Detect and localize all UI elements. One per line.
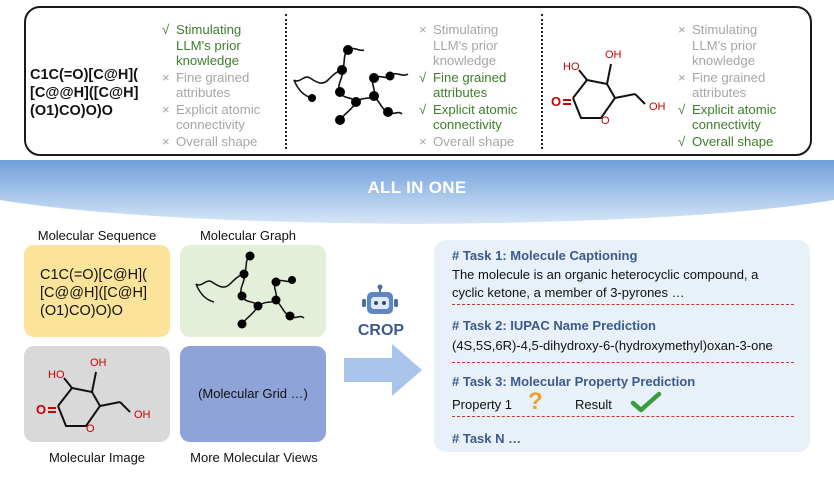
attr-item: ×Overall shape [162, 133, 258, 149]
hydroxyl-label: OH [649, 101, 666, 113]
task-n-heading: # Task N … [452, 431, 522, 446]
graph-node [335, 87, 345, 97]
graph-node [308, 94, 316, 102]
divider-dotted [541, 14, 543, 149]
hydroxyl-label: HO [563, 61, 580, 73]
task-2-iupac-name: (4S,5S,6R)-4,5-dihydroxy-6-(hydroxymethy… [452, 338, 773, 353]
smiles-line: (O1)CO)O)O [30, 103, 113, 119]
graph-node [237, 319, 247, 329]
right-arrow-icon [344, 344, 422, 396]
graph-node [383, 107, 393, 117]
graph-node [343, 45, 353, 55]
task-3-heading: # Task 3: Molecular Property Prediction [452, 374, 696, 389]
graph-node [271, 295, 281, 305]
top-smiles-sequence: C1C(=O)[C@H]( [C@@H]([C@H] (O1)CO)O)O [30, 66, 138, 120]
graph-node [385, 71, 395, 81]
oxygen-label: O [551, 94, 561, 109]
molecule-structure-drawing-top: O HO OH O OH [551, 49, 666, 127]
caption-line: The molecule is an organic heterocyclic … [452, 267, 759, 282]
smiles-line: [C@@H]([C@H] [30, 85, 139, 101]
graph-node [369, 91, 379, 101]
task-separator [452, 362, 794, 363]
tile-smiles-sequence: C1C(=O)[C@H]( [C@@H]([C@H] (O1)CO)O)O [40, 266, 147, 320]
robot-icon [362, 284, 398, 314]
hydroxyl-label: OH [605, 49, 622, 61]
checkmark-icon [630, 391, 662, 413]
smiles-line: C1C(=O)[C@H]( [40, 267, 147, 283]
caption-line: cyclic ketone, a member of 3-pyrones … [452, 285, 685, 300]
graph-node [253, 301, 263, 311]
task-1-caption: The molecule is an organic heterocyclic … [452, 266, 758, 302]
graph-node [237, 291, 247, 301]
graph-node [351, 97, 361, 107]
task-3-result-label: Result [575, 397, 612, 412]
task-2-heading: # Task 2: IUPAC Name Prediction [452, 318, 656, 333]
more-views-caption: More Molecular Views [190, 450, 318, 465]
graph-node [285, 311, 295, 321]
graph-node [288, 276, 296, 284]
graph-node [337, 65, 347, 75]
crop-label: CROP [357, 322, 405, 339]
ring-oxygen-label: O [601, 115, 610, 127]
image-tile [24, 346, 170, 442]
graph-node [335, 115, 345, 125]
hydroxyl-label: HO [48, 369, 65, 381]
attr-item: √Overall shape [678, 133, 774, 149]
molecular-graph-drawing-top [293, 45, 409, 125]
all-in-one-band [0, 160, 834, 224]
molecule-structure-drawing-tile: O HO OH O OH [36, 357, 151, 435]
graph-node [369, 73, 379, 83]
attr-item: ×Overall shape [419, 133, 515, 149]
smiles-line: (O1)CO)O)O [40, 303, 123, 319]
task-1-heading: # Task 1: Molecule Captioning [452, 248, 638, 263]
molecular-graph-drawing-tile [195, 251, 305, 329]
grid-tile [180, 346, 326, 442]
hydroxyl-label: OH [134, 409, 151, 421]
all-in-one-label: ALL IN ONE [367, 178, 467, 197]
graph-caption: Molecular Graph [199, 228, 297, 243]
graph-node [245, 251, 255, 261]
views-comparison-panel [24, 6, 812, 156]
grid-label: (Molecular Grid …) [198, 386, 308, 401]
task-separator [452, 416, 794, 417]
sequence-caption: Molecular Sequence [37, 228, 157, 243]
oxygen-label: O [36, 402, 46, 417]
image-caption: Molecular Image [48, 450, 146, 465]
ring-oxygen-label: O [86, 423, 95, 435]
smiles-line: C1C(=O)[C@H]( [30, 67, 138, 83]
graph-node [271, 277, 281, 287]
graph-node [239, 269, 249, 279]
task-3-property-label: Property 1 [452, 397, 512, 412]
divider-dotted [285, 14, 287, 149]
smiles-line: [C@@H]([C@H] [40, 285, 147, 301]
question-mark-icon: ? [528, 388, 543, 415]
graph-tile [180, 245, 326, 337]
hydroxyl-label: OH [90, 357, 107, 369]
task-separator [452, 304, 794, 305]
sequence-tile [24, 245, 170, 337]
